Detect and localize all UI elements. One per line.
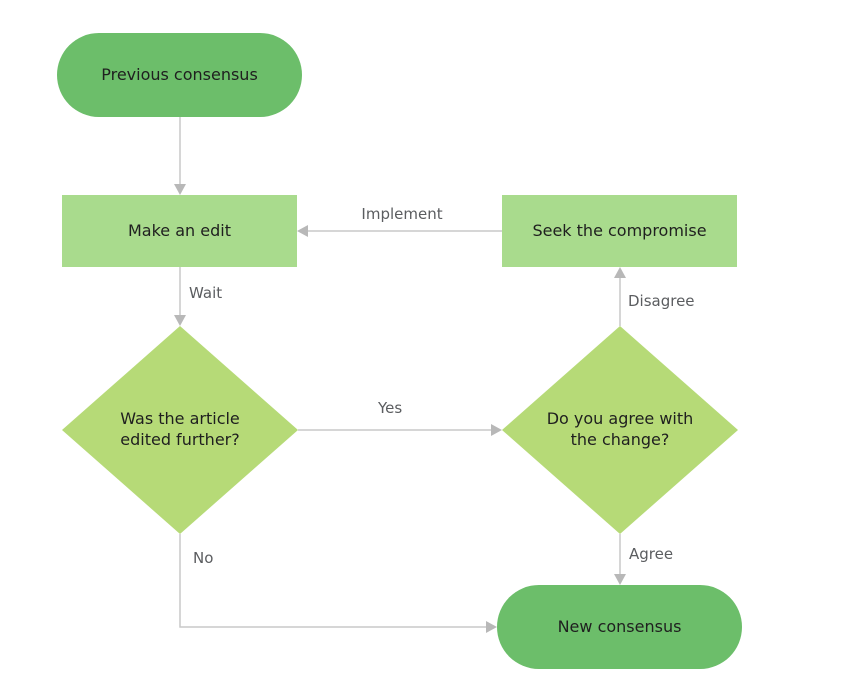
node-previous-consensus: Previous consensus bbox=[57, 33, 302, 117]
edge-label-implement: Implement bbox=[361, 205, 443, 223]
node-label: Make an edit bbox=[128, 220, 231, 240]
node-seek-the-compromise: Seek the compromise bbox=[502, 195, 737, 267]
node-new-consensus: New consensus bbox=[497, 585, 742, 669]
edge-label-agree: Agree bbox=[629, 545, 674, 563]
arrowhead-up-seek bbox=[614, 267, 626, 278]
connector-edited-further-to-new-consensus bbox=[179, 534, 488, 628]
edge-label-wait: Wait bbox=[189, 284, 223, 302]
arrowhead-down-edited-further bbox=[174, 315, 186, 326]
arrowhead-right-new-consensus bbox=[486, 621, 497, 633]
arrowhead-left-make-edit bbox=[297, 225, 308, 237]
edge-label-yes: Yes bbox=[378, 399, 403, 417]
node-label: Previous consensus bbox=[101, 64, 258, 84]
node-label: New consensus bbox=[557, 616, 682, 636]
edge-label-no: No bbox=[193, 549, 214, 567]
node-label: Was the article edited further? bbox=[120, 409, 240, 449]
node-make-an-edit: Make an edit bbox=[62, 195, 297, 267]
node-label: Do you agree with the change? bbox=[546, 409, 694, 449]
edge-label-disagree: Disagree bbox=[628, 292, 695, 310]
arrowhead-right-agree-question bbox=[491, 424, 502, 436]
arrowhead-down-make-edit bbox=[174, 184, 186, 195]
node-label: Seek the compromise bbox=[532, 220, 707, 240]
arrowhead-down-new-consensus bbox=[614, 574, 626, 585]
